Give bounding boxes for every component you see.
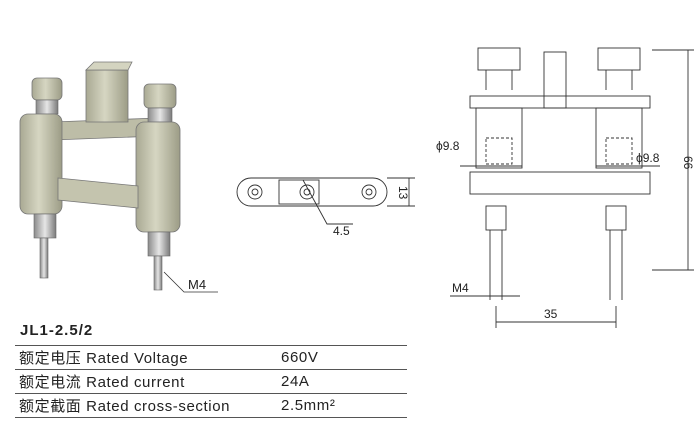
elev-dia-right-label: ϕ9.8 xyxy=(636,151,660,165)
product-photo: M4 xyxy=(19,61,218,293)
top-bridge xyxy=(52,61,159,141)
spec-row-cross-section: 额定截面 Rated cross-section 2.5mm² xyxy=(15,394,407,418)
elev-dia-left-label: ϕ9.8 xyxy=(436,139,460,153)
lower-bridge xyxy=(57,177,139,209)
plan-view: 13 4.5 xyxy=(236,177,415,238)
model-title: JL1-2.5/2 xyxy=(20,322,94,339)
spec-label: 额定截面 Rated cross-section xyxy=(19,398,231,415)
elev-pitch-label: 35 xyxy=(544,307,558,321)
photo-thread-label: M4 xyxy=(188,277,206,292)
elev-height-label: 66 xyxy=(681,156,695,170)
thread-leader xyxy=(163,271,218,293)
right-terminal xyxy=(135,83,181,291)
spec-row-current: 额定电流 Rated current 24A xyxy=(15,370,407,394)
elevation-view: ϕ9.8 ϕ9.8 66 M4 35 xyxy=(436,47,695,328)
elev-thread-label: M4 xyxy=(452,281,469,295)
spec-value: 24A xyxy=(281,373,310,390)
spec-value: 2.5mm² xyxy=(281,397,336,414)
spec-label: 额定电流 Rated current xyxy=(19,374,185,391)
spec-row-voltage: 额定电压 Rated Voltage 660V xyxy=(15,346,407,370)
spec-label: 额定电压 Rated Voltage xyxy=(19,350,189,367)
left-terminal xyxy=(19,77,63,279)
spec-table: 额定电压 Rated Voltage 660V 额定电流 Rated curre… xyxy=(15,345,407,418)
plan-hole-label: 4.5 xyxy=(333,224,350,238)
spec-value: 660V xyxy=(281,349,319,366)
plan-height-label: 13 xyxy=(396,186,410,200)
